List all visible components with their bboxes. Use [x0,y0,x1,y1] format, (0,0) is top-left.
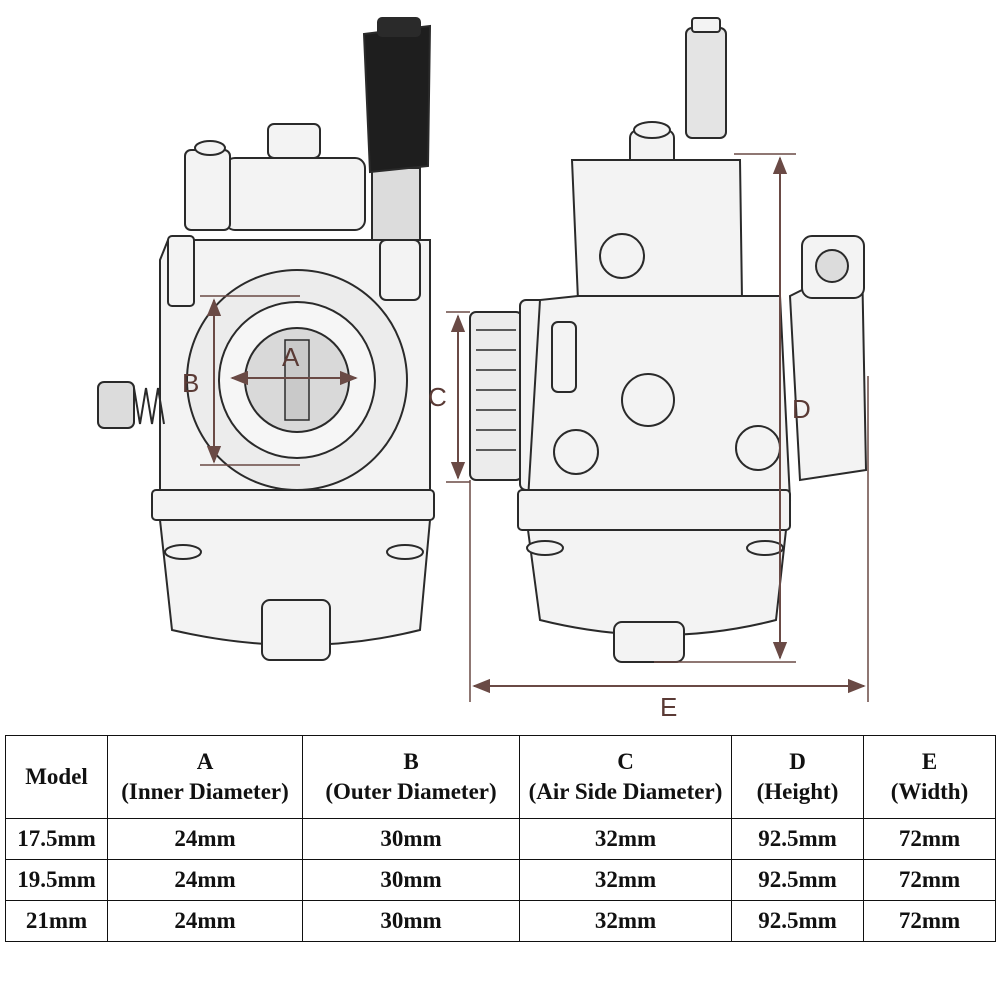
cell-e: 72mm [863,859,996,901]
dimension-label-b: B [182,368,199,398]
dimension-lines [200,153,869,702]
header-letter: B [403,749,419,774]
header-desc: (Width) [890,779,969,804]
header-letter: E [921,749,938,774]
cell-a: 24mm [107,859,303,901]
cell-model: 21mm [5,900,108,942]
specification-table: Model A (Inner Diameter) B (Outer Diameter… [5,735,996,942]
header-e: E (Width) [863,735,996,819]
header-label: Model [25,764,88,789]
cell-b: 30mm [302,818,520,860]
dimension-label-a: A [282,342,300,372]
header-desc: (Air Side Diameter) [528,779,723,804]
header-desc: (Outer Diameter) [325,779,497,804]
header-a: A (Inner Diameter) [107,735,303,819]
cell-c: 32mm [519,900,732,942]
carburetor-side-view [469,17,868,663]
cell-d: 92.5mm [731,818,864,860]
header-desc: (Inner Diameter) [121,779,289,804]
table-row: 17.5mm 24mm 30mm 32mm 92.5mm 72mm [5,818,996,860]
header-c: C (Air Side Diameter) [519,735,732,819]
header-model: Model [5,735,108,819]
dimension-label-c: C [428,382,447,412]
header-letter: D [789,749,806,774]
header-b: B (Outer Diameter) [302,735,520,819]
header-letter: C [617,749,634,774]
table-row: 21mm 24mm 30mm 32mm 92.5mm 72mm [5,900,996,942]
dimension-label-e: E [660,692,677,720]
cell-b: 30mm [302,900,520,942]
header-letter: A [196,749,214,774]
table-header-row: Model A (Inner Diameter) B (Outer Diameter… [5,735,996,819]
cell-model: 19.5mm [5,859,108,901]
cell-a: 24mm [107,818,303,860]
table-row: 19.5mm 24mm 30mm 32mm 92.5mm 72mm [5,859,996,901]
cell-model: 17.5mm [5,818,108,860]
header-desc: (Height) [756,779,839,804]
cell-c: 32mm [519,818,732,860]
cell-a: 24mm [107,900,303,942]
cell-b: 30mm [302,859,520,901]
header-d: D (Height) [731,735,864,819]
cell-d: 92.5mm [731,859,864,901]
cell-e: 72mm [863,900,996,942]
cell-d: 92.5mm [731,900,864,942]
carburetor-front-view [97,17,435,661]
cell-e: 72mm [863,818,996,860]
dimension-label-d: D [792,394,811,424]
cell-c: 32mm [519,859,732,901]
carburetor-diagram: A B C D E [97,17,869,720]
